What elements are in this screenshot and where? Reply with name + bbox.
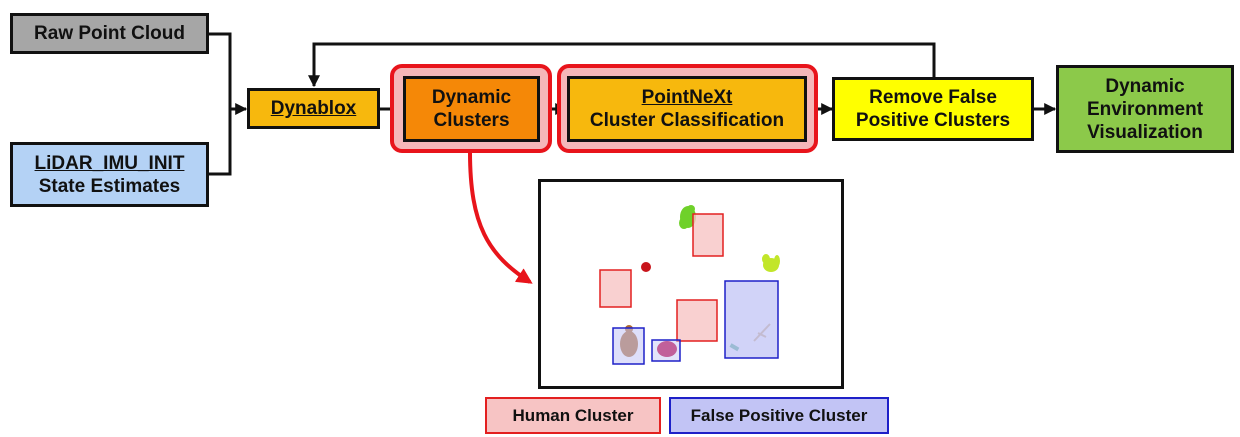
false-positive-box bbox=[612, 327, 645, 365]
legend-human-cluster: Human Cluster bbox=[485, 397, 661, 434]
human-cluster-box bbox=[692, 213, 724, 257]
pointnext-node: PointNeXt Cluster Classification bbox=[567, 76, 807, 142]
point-cluster-green bbox=[679, 205, 696, 229]
point-cluster-red-dot bbox=[641, 262, 651, 272]
human-cluster-box bbox=[676, 299, 718, 342]
vis-line-1: Dynamic bbox=[1105, 75, 1185, 97]
dynamic-env-vis-node: Dynamic Environment Visualization bbox=[1056, 65, 1234, 153]
pointnext-label: PointNeXt bbox=[641, 87, 733, 108]
legend-false-positive-cluster: False Positive Cluster bbox=[669, 397, 889, 434]
edge-clusters-to-example bbox=[468, 151, 533, 284]
lidar-imu-init-node: LiDAR_IMU_INIT State Estimates bbox=[10, 142, 209, 207]
lidar-imu-init-label: LiDAR_IMU_INIT bbox=[34, 152, 185, 174]
vis-line-3: Visualization bbox=[1087, 121, 1203, 143]
dynamic-clusters-line-2: Clusters bbox=[433, 110, 510, 131]
remove-fp-line-2: Positive Clusters bbox=[855, 110, 1011, 131]
legend-false-positive-label: False Positive Cluster bbox=[690, 405, 868, 425]
state-estimates-label: State Estimates bbox=[38, 175, 181, 197]
dynamic-clusters-node: Dynamic Clusters bbox=[403, 76, 540, 142]
raw-point-cloud-label: Raw Point Cloud bbox=[34, 23, 185, 44]
dynablox-label: Dynablox bbox=[270, 98, 357, 119]
false-positive-box bbox=[724, 280, 779, 359]
dynablox-node: Dynablox bbox=[247, 88, 380, 129]
edge-feedback-loop bbox=[308, 42, 936, 88]
raw-point-cloud-node: Raw Point Cloud bbox=[10, 13, 209, 54]
vis-line-2: Environment bbox=[1086, 98, 1204, 120]
classification-example-panel bbox=[538, 179, 844, 389]
human-cluster-box bbox=[599, 269, 632, 308]
remove-false-positive-node: Remove False Positive Clusters bbox=[832, 77, 1034, 141]
dynamic-clusters-line-1: Dynamic bbox=[431, 87, 512, 108]
remove-fp-line-1: Remove False bbox=[869, 87, 997, 108]
legend-human-cluster-label: Human Cluster bbox=[512, 405, 634, 425]
false-positive-box bbox=[651, 339, 681, 362]
edge-raw-to-merge bbox=[208, 32, 232, 176]
point-cluster-crimson bbox=[657, 341, 677, 357]
point-cluster-lime bbox=[762, 254, 780, 272]
cluster-classification-label: Cluster Classification bbox=[589, 110, 785, 131]
